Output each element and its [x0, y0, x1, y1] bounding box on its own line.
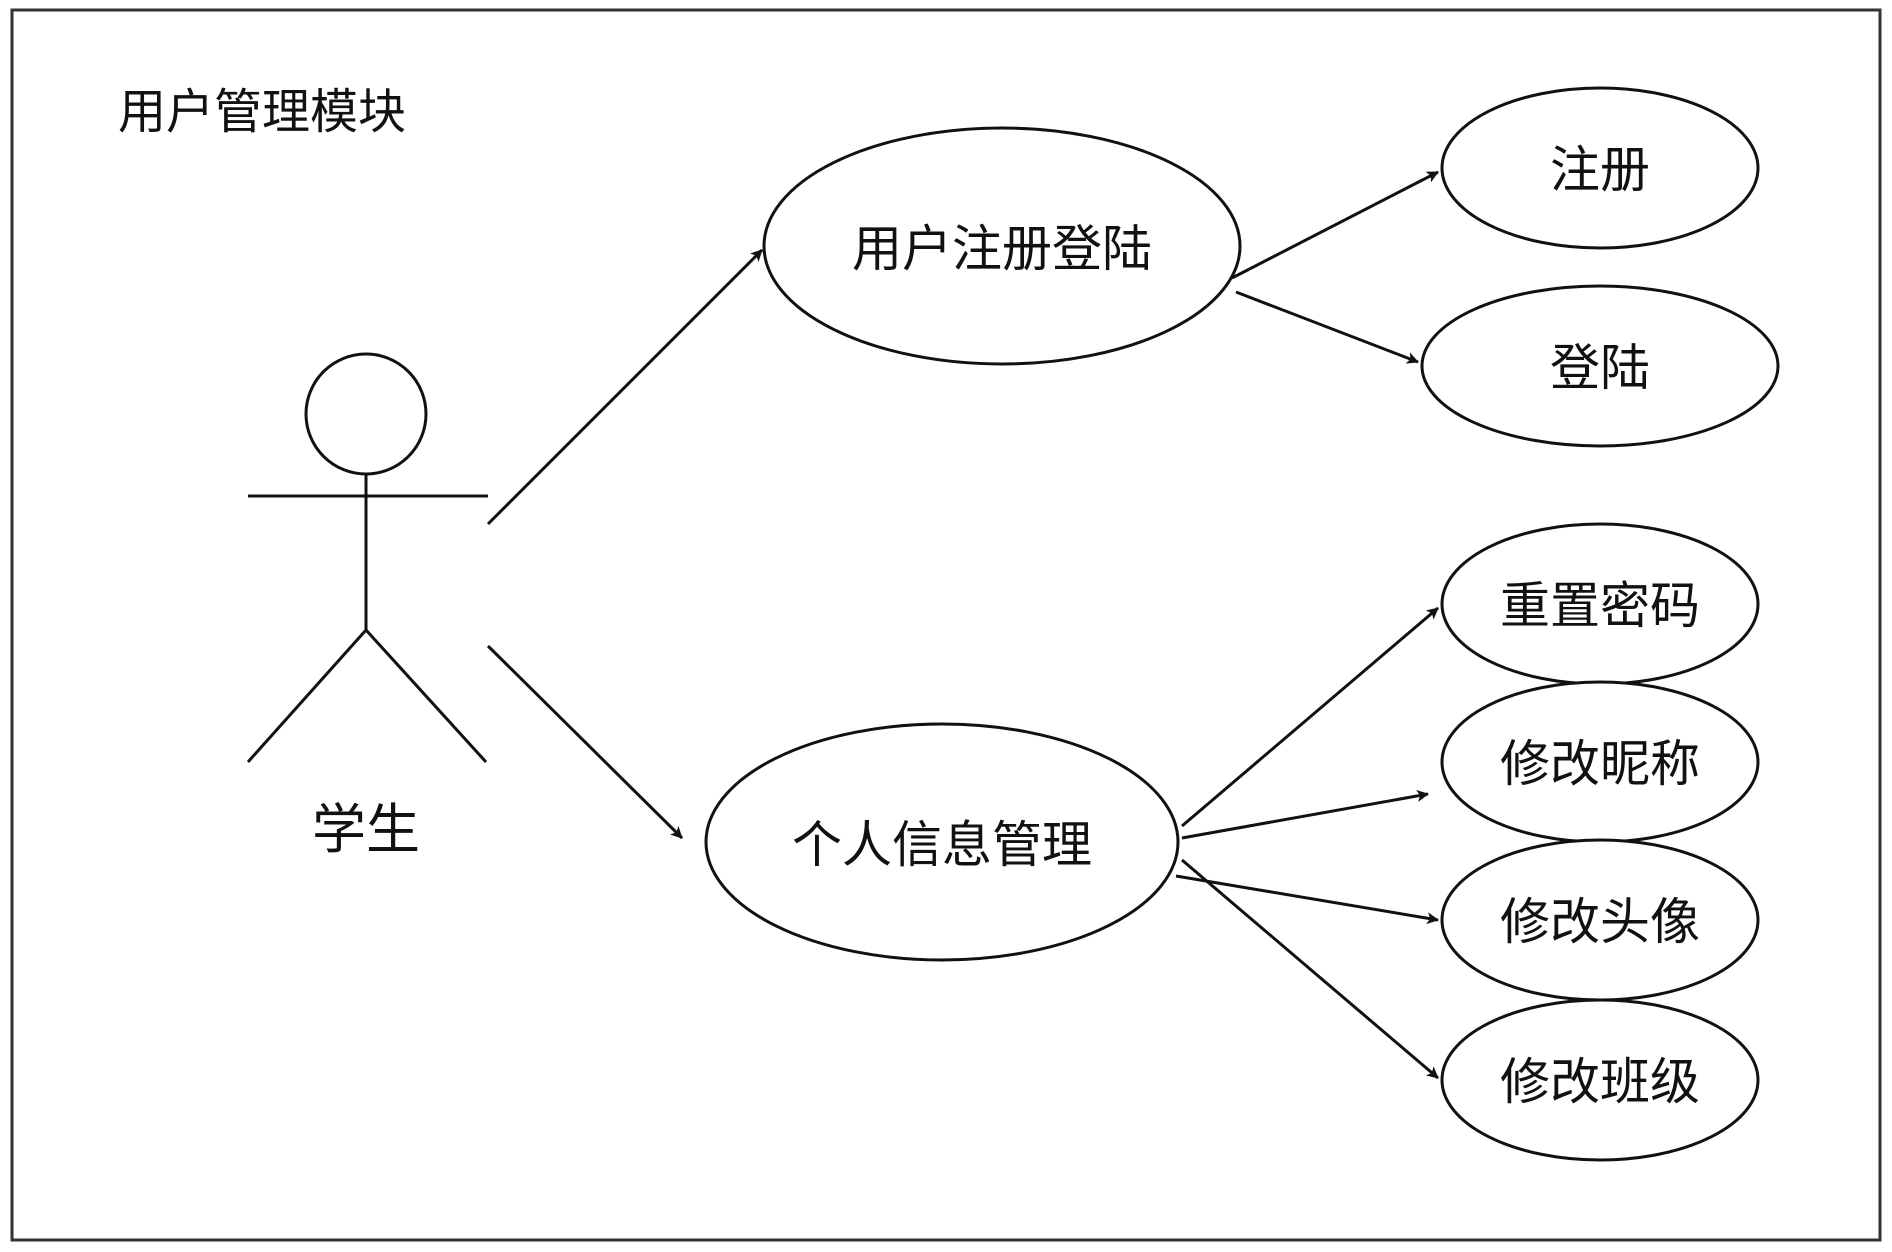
use-case-personal-info-ellipse: [704, 722, 1180, 962]
actor-right-leg: [364, 628, 488, 764]
arrow-personal-info-to-change-class: [1181, 858, 1439, 1080]
use-case-personal-info: 个人信息管理: [704, 722, 1180, 962]
use-case-reset-password: 重置密码: [1440, 522, 1760, 686]
diagram-frame: [10, 8, 1882, 1242]
use-case-register-login-label: 用户注册登陆: [852, 220, 1152, 278]
arrow-actor-to-personal-info: [486, 644, 684, 840]
use-case-change-class-ellipse: [1440, 998, 1760, 1162]
actor-student: [246, 352, 488, 764]
use-case-change-avatar-label: 修改头像: [1500, 893, 1700, 951]
use-case-change-avatar: 修改头像: [1440, 838, 1760, 1002]
arrow-personal-info-to-change-avatar: [1175, 874, 1439, 925]
use-case-personal-info-label: 个人信息管理: [792, 816, 1092, 874]
arrow-register-login-to-login: [1235, 290, 1419, 364]
module-title: 用户管理模块: [118, 84, 406, 140]
arrow-personal-info-to-change-nickname: [1181, 790, 1429, 840]
use-case-register-login: 用户注册登陆: [762, 126, 1242, 366]
use-case-reset-password-label: 重置密码: [1500, 577, 1700, 635]
use-case-change-nickname: 修改昵称: [1440, 680, 1760, 844]
use-case-register-login-ellipse: [762, 126, 1242, 366]
use-case-register-label: 注册: [1550, 141, 1650, 199]
use-case-change-nickname-label: 修改昵称: [1500, 735, 1700, 793]
use-case-login: 登陆: [1420, 284, 1780, 448]
arrow-personal-info-to-reset-password: [1181, 606, 1439, 828]
use-case-register-ellipse: [1440, 86, 1760, 250]
use-case-login-label: 登陆: [1550, 339, 1650, 397]
use-case-login-ellipse: [1420, 284, 1780, 448]
use-case-change-class: 修改班级: [1440, 998, 1760, 1162]
arrow-actor-to-register-login: [486, 248, 764, 526]
actor-left-leg: [246, 629, 368, 763]
use-case-register: 注册: [1440, 86, 1760, 250]
use-case-change-class-label: 修改班级: [1500, 1053, 1700, 1111]
actor-label: 学生: [312, 798, 420, 861]
actor-head: [304, 352, 428, 476]
arrow-register-login-to-register: [1231, 170, 1439, 280]
